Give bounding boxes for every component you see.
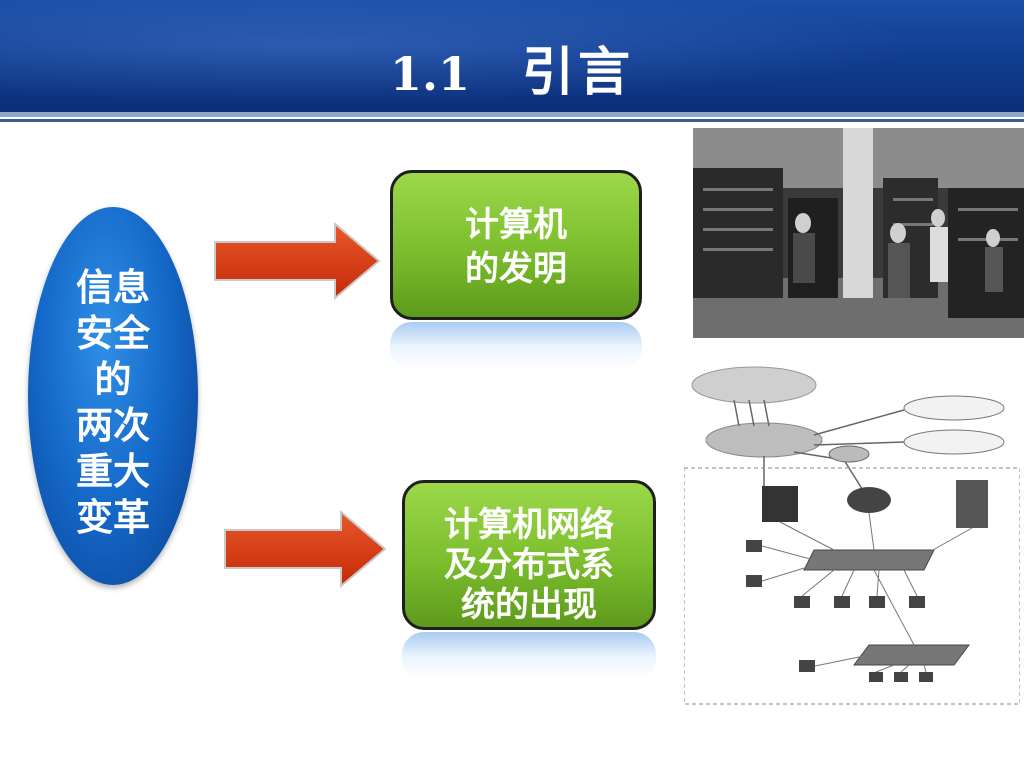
slide-title: 1.1 引言 [0,30,1024,105]
header-divider [0,112,1024,117]
box-line: 统的出现 [461,585,597,625]
box-line: 计算机 [465,205,567,245]
network-diagram-image [684,360,1020,708]
arrow-right-icon [214,222,381,300]
early-computer-photo [693,128,1024,338]
box-line: 及分布式系 [444,545,614,585]
box-line: 的发明 [465,249,567,289]
oval-line: 两次 [76,404,150,447]
section-number: 1.1 [389,47,470,101]
header-divider-secondary [0,119,1024,122]
topic-oval-text: 信息 安全 的 两次 重大 变革 [28,265,198,541]
arrow-right-icon [224,510,387,588]
box-line: 计算机网络 [444,505,614,545]
oval-line: 的 [94,358,132,401]
header-bar [0,0,1024,112]
title-text: 引言 [522,43,635,103]
oval-line: 变革 [76,496,150,539]
box-reflection [390,322,642,370]
box-reflection [402,632,656,680]
oval-line: 重大 [76,450,150,493]
oval-line: 安全 [76,312,150,355]
topic-oval: 信息 安全 的 两次 重大 变革 [28,207,198,585]
network-emergence-box: 计算机网络 及分布式系 统的出现 [402,480,656,630]
computer-invention-box: 计算机 的发明 [390,170,642,320]
header-glow [0,0,1024,112]
oval-line: 信息 [76,266,150,309]
